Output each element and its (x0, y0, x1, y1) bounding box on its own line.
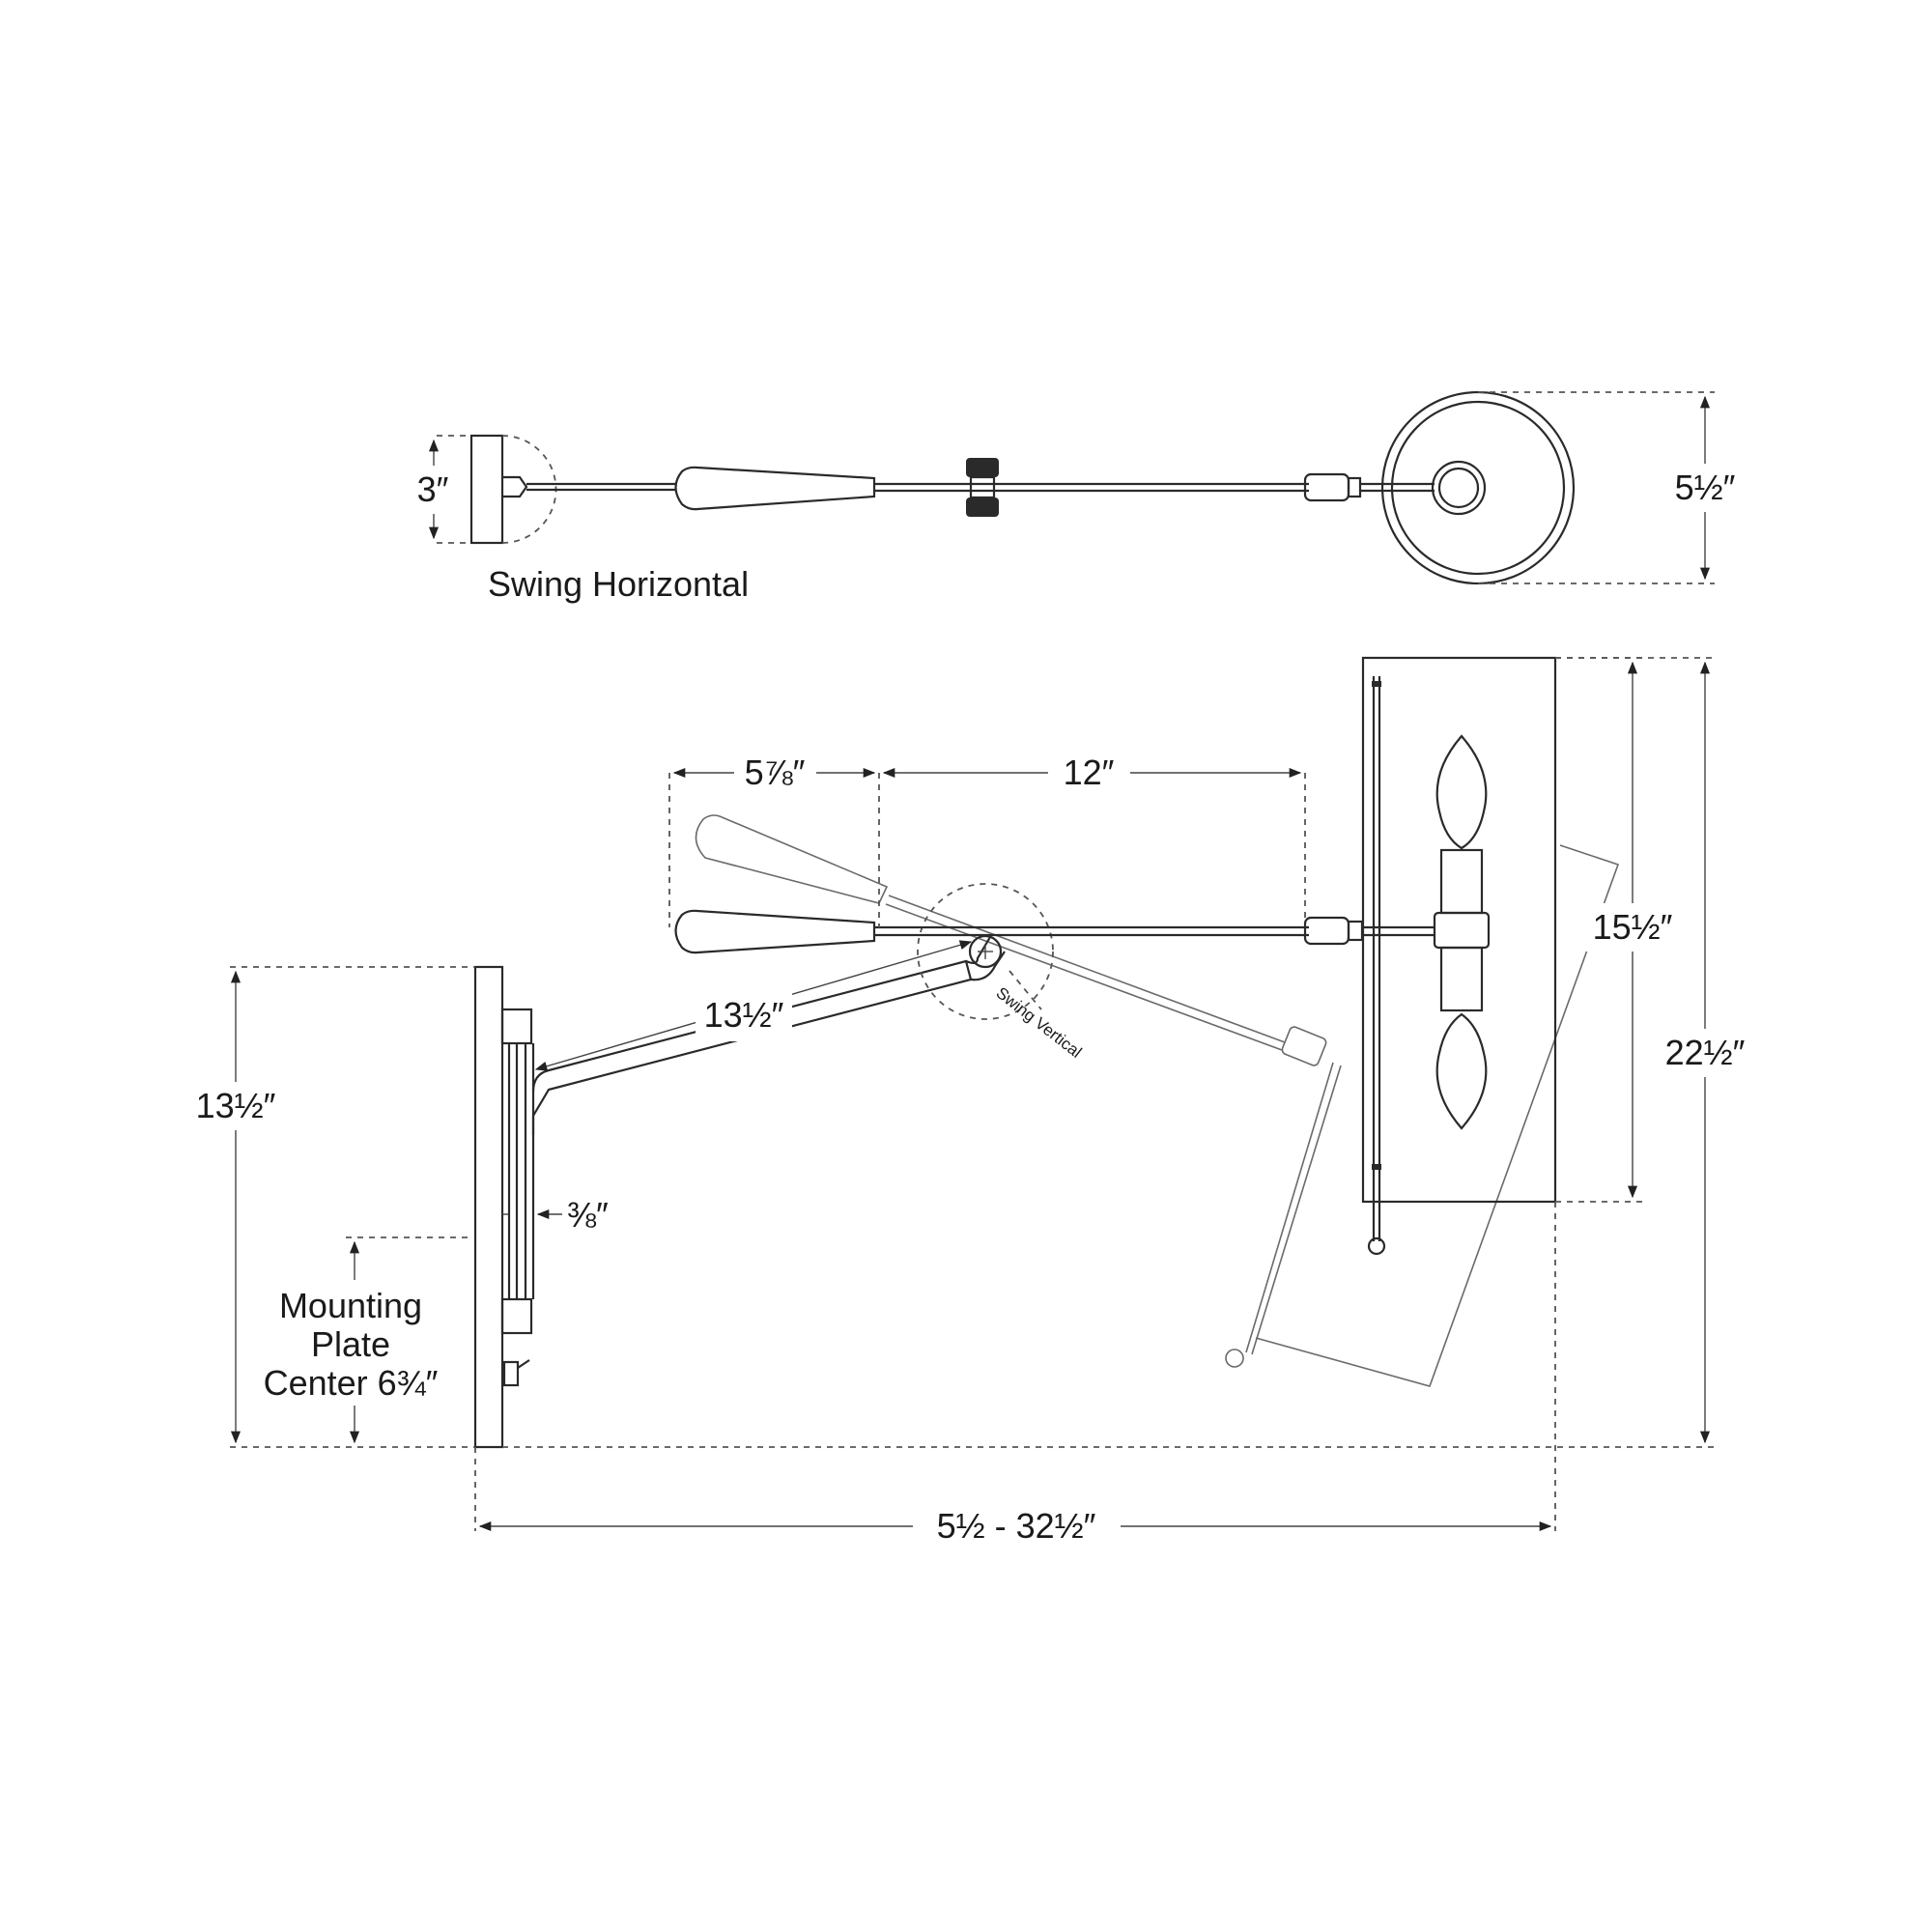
mounting-label-line-2: Plate (311, 1324, 390, 1364)
dim-overall-height: 22½″ (1665, 1033, 1746, 1072)
side-double-socket (1433, 911, 1491, 950)
upper-bulb (1435, 734, 1488, 850)
dim-backplate-height: 13½″ (196, 1086, 276, 1125)
swing-horizontal-caption: Swing Horizontal (488, 564, 749, 604)
mounting-label-line-1: Mounting (279, 1286, 422, 1325)
top-view: 3″ 5½″ Swing Horizontal (410, 390, 1744, 604)
dim-shade-height: 15½″ (1593, 907, 1673, 947)
side-toggle-switch (502, 1360, 520, 1387)
swing-vertical-label: Swing Vertical (993, 983, 1086, 1062)
dim-lower-arm: 13½″ (704, 995, 784, 1035)
side-shade (1361, 656, 1557, 1204)
ghost-swung-position (695, 814, 1620, 1387)
side-counterweight (674, 909, 876, 954)
dim-plate-height: 3″ (417, 469, 449, 509)
dim-counterweight: 5⅞″ (745, 753, 806, 792)
dim-extension: 5½ - 32½″ (937, 1506, 1096, 1546)
dim-shade-diameter: 5½″ (1675, 468, 1736, 507)
side-view: 5⅞″ 12″ 13½″ Swing Vertical 13½″ Mountin… (187, 656, 1753, 1550)
top-shade-inner (1390, 400, 1566, 576)
mounting-label-line-3: Center 6¾″ (264, 1363, 439, 1403)
dim-offset: ⅜″ (567, 1195, 609, 1235)
lower-bulb (1435, 1012, 1488, 1130)
top-knuckle-upper (966, 458, 999, 477)
side-backplate (473, 965, 504, 1449)
dim-upper-arm: 12″ (1064, 753, 1115, 792)
top-counterweight (674, 466, 876, 511)
top-socket-ring (1431, 460, 1487, 516)
top-knuckle-lower (966, 497, 999, 517)
top-wall-plate (469, 434, 504, 545)
